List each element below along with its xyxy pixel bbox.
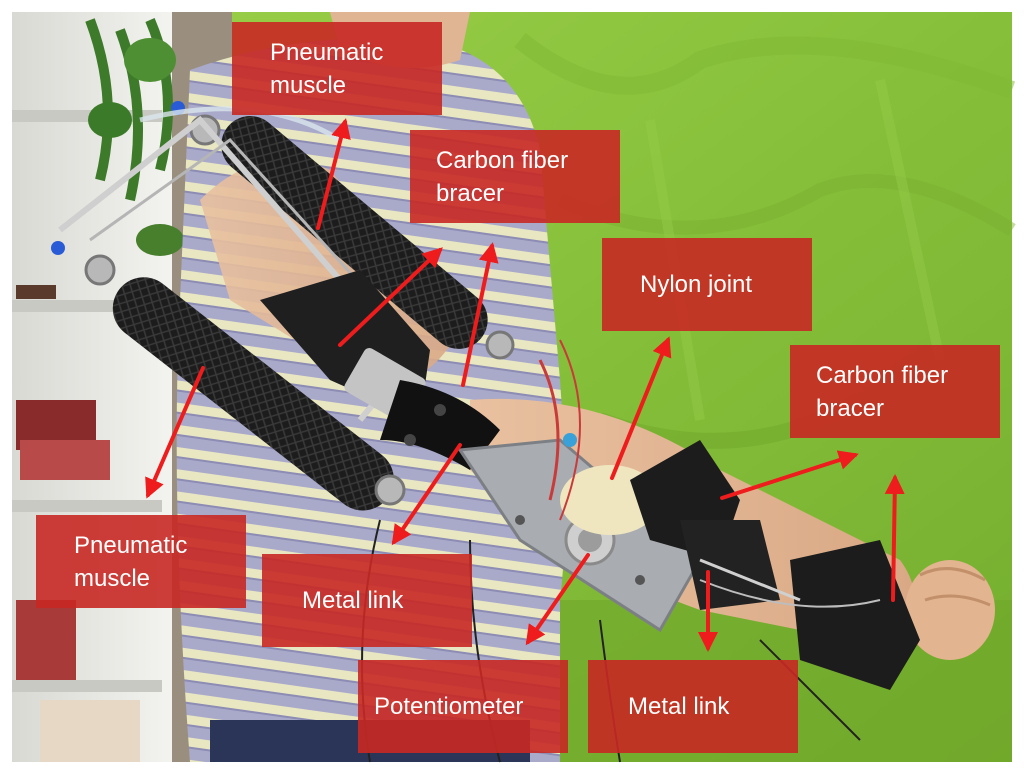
label-metal-link-left: Metal link	[262, 554, 472, 647]
label-pneumatic-muscle-top: Pneumatic muscle	[232, 22, 442, 115]
label-text: Pneumatic muscle	[74, 531, 188, 592]
arrow-bracer-fore-a	[720, 450, 859, 500]
arrow-potentiometer	[525, 553, 590, 646]
label-text: Carbon fiber bracer	[436, 146, 569, 207]
arrow-bracer-fore-b	[884, 474, 905, 602]
label-text: Pneumatic muscle	[270, 38, 384, 99]
arrow-nylon-joint	[610, 336, 672, 480]
label-carbon-fiber-bracer-fore: Carbon fiber bracer	[790, 345, 1000, 438]
arrow-metal-link-left	[391, 443, 462, 546]
label-text: Metal link	[302, 587, 404, 614]
label-text: Potentiometer	[374, 693, 524, 720]
arrow-bracer-upper-a	[338, 247, 443, 347]
label-text: Metal link	[628, 693, 730, 720]
label-carbon-fiber-bracer-upper: Carbon fiber bracer	[410, 130, 620, 223]
label-metal-link-right: Metal link	[588, 660, 798, 753]
arrow-bracer-upper-b	[461, 242, 499, 387]
arrow-pneumatic-muscle-left	[145, 366, 205, 499]
label-pneumatic-muscle-left: Pneumatic muscle	[36, 515, 246, 608]
arrow-pneumatic-muscle-top	[316, 118, 351, 230]
label-nylon-joint: Nylon joint	[602, 238, 812, 331]
label-potentiometer: Potentiometer	[358, 660, 568, 753]
label-text: Nylon joint	[640, 271, 753, 298]
label-text: Carbon fiber bracer	[816, 361, 949, 422]
